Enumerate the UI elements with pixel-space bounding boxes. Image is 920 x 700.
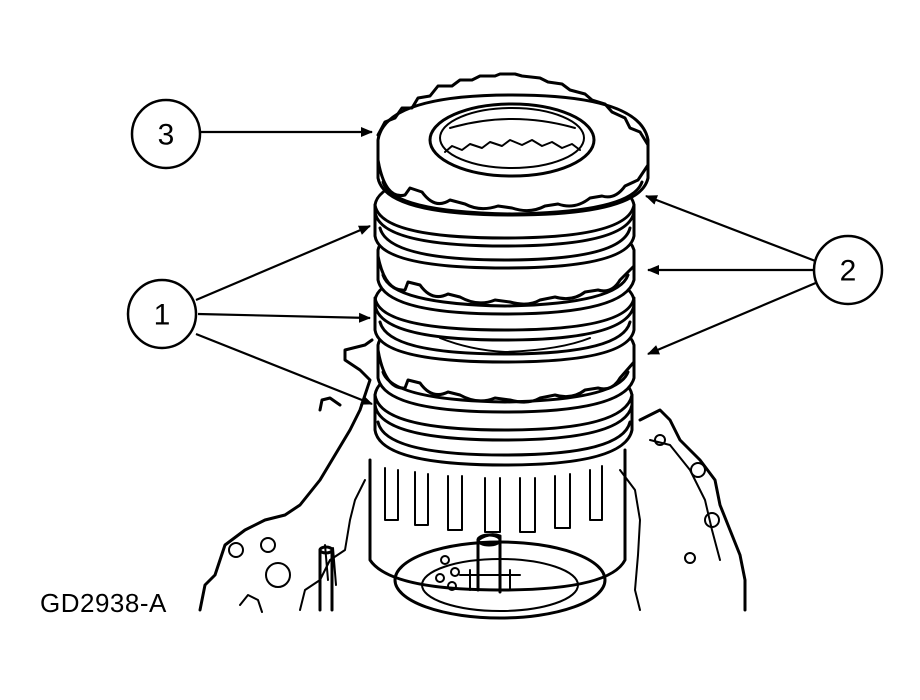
callout-2-label: 2 bbox=[840, 255, 857, 288]
clutch-plate-stack bbox=[373, 72, 650, 467]
callout-1-label: 1 bbox=[154, 299, 171, 332]
leader-lines bbox=[195, 127, 819, 406]
clutch-drum bbox=[318, 448, 627, 620]
leader-2-lower bbox=[647, 280, 819, 356]
transmission-case bbox=[198, 338, 747, 613]
leader-1-lower bbox=[195, 332, 373, 406]
callout-3-label: 3 bbox=[158, 119, 175, 152]
leader-1-middle bbox=[197, 312, 371, 323]
callout-2: 2 bbox=[812, 234, 884, 306]
leader-2-upper bbox=[645, 194, 819, 264]
figure-code: GD2938-A bbox=[40, 588, 167, 618]
leader-1-upper bbox=[195, 224, 371, 302]
callout-3: 3 bbox=[130, 98, 202, 170]
top-pressure-plate bbox=[376, 72, 650, 217]
callout-1: 1 bbox=[126, 278, 198, 350]
